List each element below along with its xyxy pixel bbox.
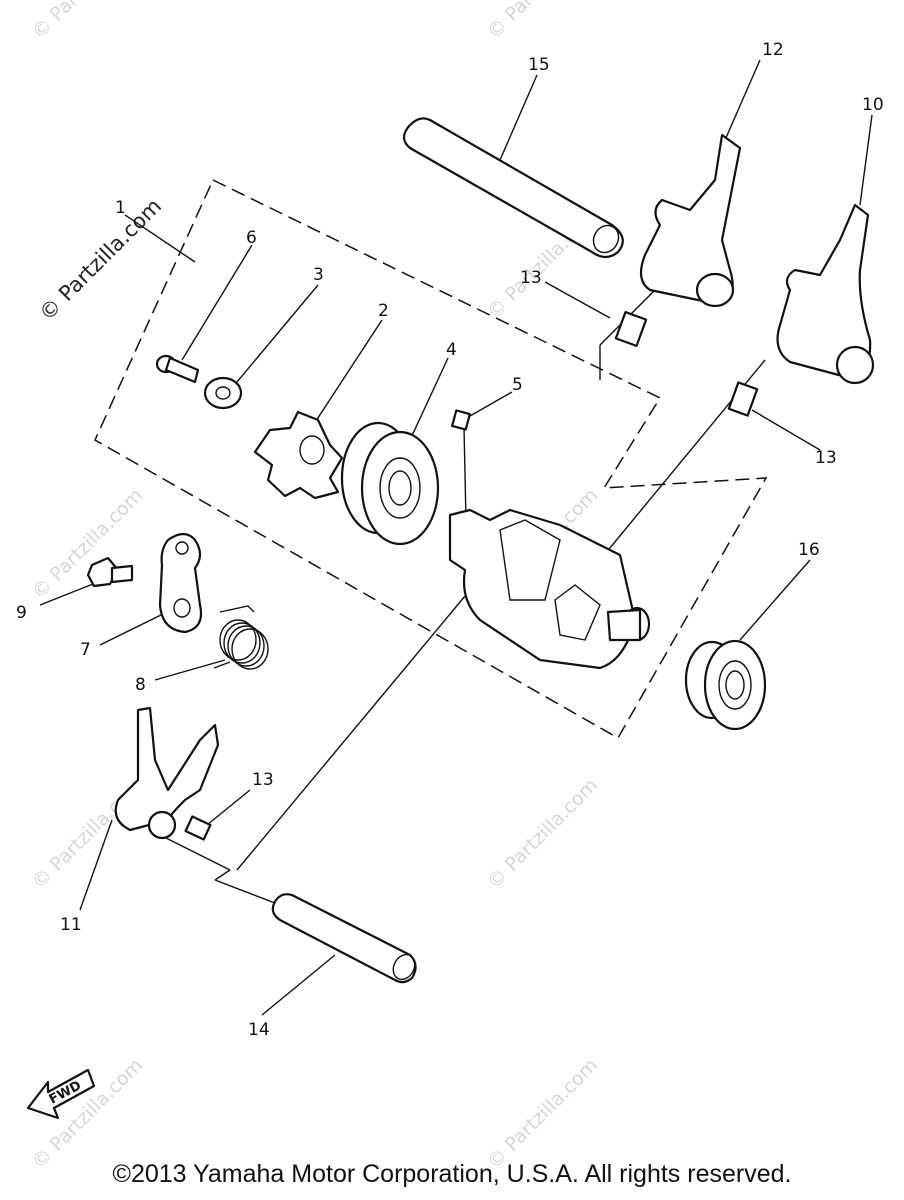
- callout-5: 5: [512, 375, 523, 395]
- callout-6: 6: [246, 228, 257, 248]
- callout-3: 3: [313, 265, 324, 285]
- spring-8: [213, 605, 269, 670]
- callout-16: 16: [798, 540, 820, 560]
- callout-4: 4: [446, 340, 457, 360]
- segment-plate-2: [253, 410, 344, 500]
- watermark-dark: © Partzilla.com: [35, 194, 167, 326]
- callout-1: 1: [115, 198, 126, 218]
- shift-fork-shaft-upper: [402, 117, 624, 259]
- callout-13-right: 13: [815, 448, 837, 468]
- callout-12: 12: [762, 40, 784, 60]
- callout-14: 14: [248, 1020, 270, 1040]
- callouts: 1 6 3 2 4 5 15 12 10 13 13 16 9 7 8 13 1…: [16, 40, 884, 1040]
- watermark-2: © Partzilla.com: [483, 0, 602, 44]
- callout-10: 10: [862, 95, 884, 115]
- callout-13-upper: 13: [520, 268, 542, 288]
- shift-fork-11: [114, 706, 220, 841]
- bearing-16: [684, 639, 767, 731]
- pin-5: [451, 409, 471, 431]
- watermark-7: © Partzilla.com: [483, 774, 602, 893]
- callout-8: 8: [135, 675, 146, 695]
- bolt-9: [86, 556, 134, 588]
- screw-6: [155, 354, 200, 384]
- watermark-9: © Partzilla.com: [483, 1054, 602, 1173]
- washer-3: [203, 376, 243, 410]
- callout-11: 11: [60, 915, 82, 935]
- callout-9: 9: [16, 603, 27, 623]
- leader-lines: [39, 59, 873, 1016]
- copyright-notice: ©2013 Yamaha Motor Corporation, U.S.A. A…: [112, 1160, 792, 1188]
- shift-fork-12: [614, 133, 742, 348]
- shift-fork-10: [727, 203, 875, 417]
- shift-fork-shaft-lower: [271, 893, 417, 984]
- stopper-lever-7: [158, 532, 203, 634]
- callout-7: 7: [80, 640, 91, 660]
- watermark-1: © Partzilla.com: [28, 0, 147, 44]
- assembly-outline: [94, 178, 768, 740]
- callout-2: 2: [378, 301, 389, 321]
- callout-13-lower: 13: [252, 770, 274, 790]
- shift-drum: [448, 508, 651, 670]
- callout-15: 15: [528, 55, 550, 75]
- bearing-4: [340, 421, 440, 546]
